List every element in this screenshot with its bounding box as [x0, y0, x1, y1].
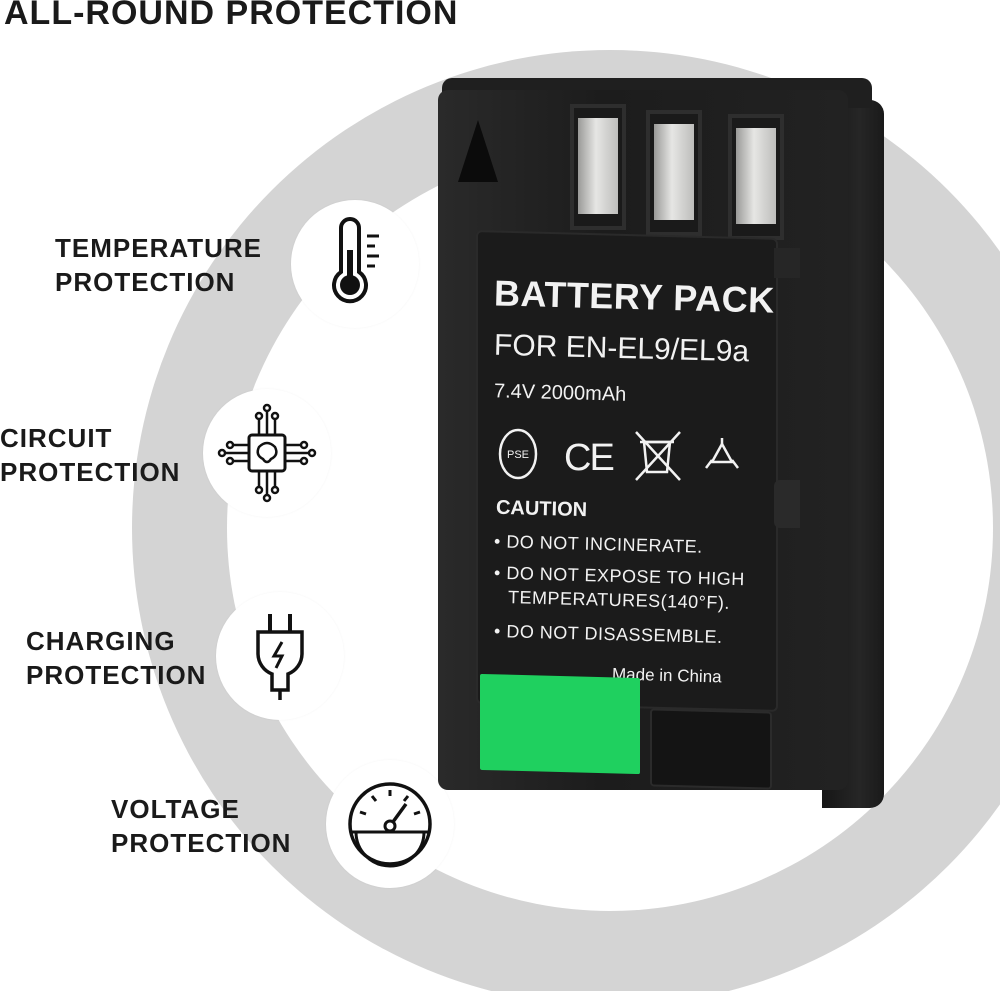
feature-temperature-label: TEMPERATURE PROTECTION [55, 231, 262, 299]
battery-terminal [728, 114, 784, 240]
battery-brand: BATTERY PACK [493, 272, 776, 321]
thermometer-icon [332, 217, 379, 304]
battery-terminal [570, 104, 626, 230]
weee-bin-icon [635, 431, 681, 481]
feature-circuit-label: CIRCUIT PROTECTION [0, 421, 180, 489]
feature-circuit-line2: PROTECTION [0, 457, 181, 487]
battery-terminal [646, 110, 702, 236]
recycle-icon [705, 438, 739, 469]
circuit-chip-icon [217, 403, 317, 503]
battery-spec: 7.4V 2000mAh [493, 380, 627, 406]
battery-model: FOR EN-EL9/EL9a [493, 328, 750, 369]
feature-voltage-label: VOLTAGE PROTECTION [111, 792, 291, 860]
battery-product-image: BATTERY PACK FOR EN-EL9/EL9a 7.4V 2000mA… [432, 78, 890, 818]
feature-voltage-line2: PROTECTION [111, 828, 292, 858]
feature-circuit-line1: CIRCUIT [0, 423, 113, 453]
feature-temperature-line2: PROTECTION [55, 267, 236, 297]
circuit-icon-circle [203, 389, 331, 517]
battery-side-step [774, 248, 800, 278]
caution-title: CAUTION [495, 496, 588, 522]
feature-voltage-line1: VOLTAGE [111, 794, 240, 824]
certification-marks: PSE CE [498, 428, 739, 481]
pse-mark-icon: PSE [498, 428, 538, 480]
plug-icon-circle [216, 592, 344, 720]
page-title: ALL-ROUND PROTECTION [4, 0, 459, 32]
gauge-icon [348, 782, 432, 868]
battery-side-latch [774, 480, 800, 528]
polarity-triangle-icon [458, 120, 498, 182]
dark-contact-panel [650, 708, 772, 790]
plug-icon [256, 614, 304, 700]
feature-charging-line1: CHARGING [26, 626, 176, 656]
green-indicator-panel [480, 673, 640, 775]
ce-mark: CE [564, 437, 613, 479]
feature-charging-line2: PROTECTION [26, 660, 207, 690]
gauge-icon-circle [326, 760, 454, 888]
thermometer-icon-circle [291, 200, 419, 328]
feature-charging-label: CHARGING PROTECTION [26, 624, 206, 692]
pse-mark-text: PSE [507, 449, 529, 461]
feature-temperature-line1: TEMPERATURE [55, 233, 262, 263]
